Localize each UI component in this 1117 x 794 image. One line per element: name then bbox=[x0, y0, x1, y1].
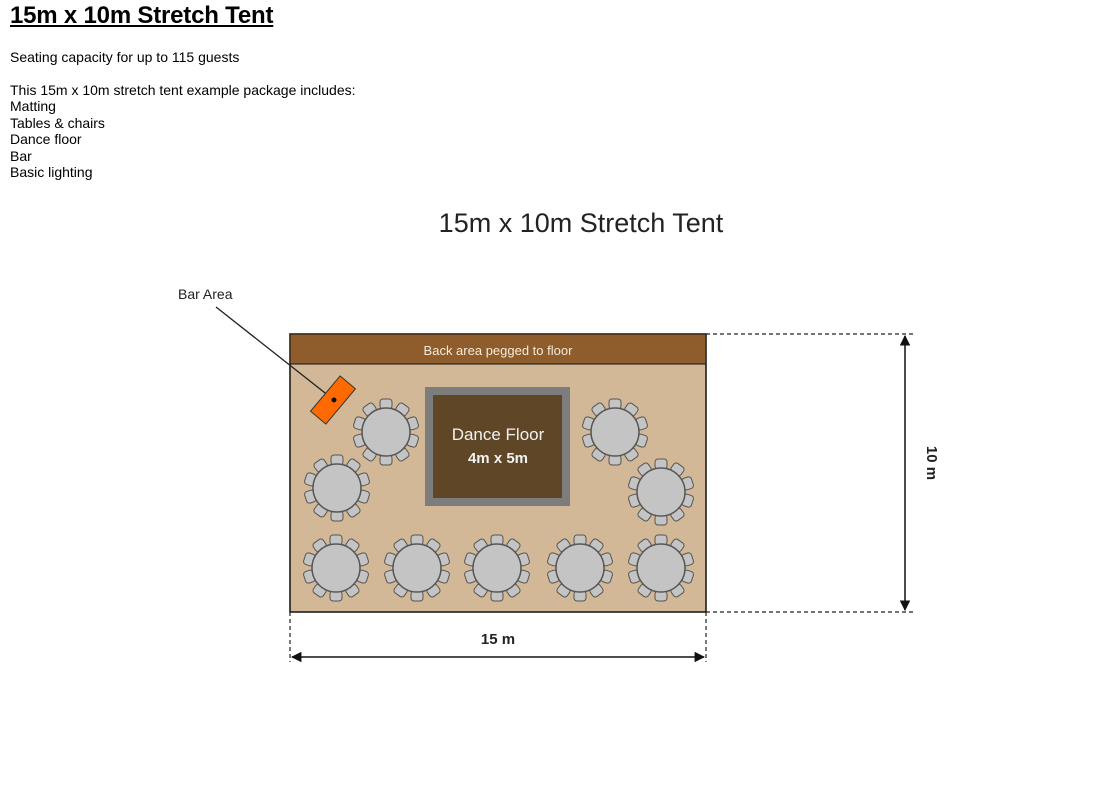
round-tables bbox=[303, 398, 694, 602]
round-table bbox=[464, 534, 530, 602]
round-table bbox=[628, 458, 694, 526]
round-table bbox=[303, 534, 369, 602]
floor-plan: 15m x 10m Stretch Tent Back area pegged … bbox=[0, 190, 1117, 690]
table-top bbox=[590, 407, 640, 457]
dance-floor-size: 4m x 5m bbox=[468, 450, 528, 467]
list-item: Basic lighting bbox=[10, 164, 93, 180]
page-title: 15m x 10m Stretch Tent bbox=[10, 2, 274, 29]
bar-leader-dot bbox=[331, 397, 337, 403]
table-top bbox=[311, 543, 361, 593]
table-top bbox=[392, 543, 442, 593]
includes-intro: This 15m x 10m stretch tent example pack… bbox=[10, 82, 356, 98]
bar-area-label: Bar Area bbox=[178, 286, 233, 302]
dance-floor: Dance Floor 4m x 5m bbox=[425, 387, 570, 506]
list-item: Matting bbox=[10, 98, 56, 114]
back-area bbox=[289, 333, 707, 365]
includes-list: Matting Tables & chairs Dance floor Bar … bbox=[10, 98, 356, 181]
table-top bbox=[555, 543, 605, 593]
diagram-title: 15m x 10m Stretch Tent bbox=[439, 208, 724, 238]
table-top bbox=[636, 467, 686, 517]
table-top bbox=[361, 407, 411, 457]
round-table bbox=[582, 398, 648, 466]
capacity-text: Seating capacity for up to 115 guests bbox=[10, 49, 240, 65]
round-table bbox=[353, 398, 419, 466]
package-description: 15m x 10m Stretch Tent Seating capacity … bbox=[10, 0, 356, 181]
round-table bbox=[304, 454, 370, 522]
width-dimension-label: 15 m bbox=[481, 631, 515, 648]
list-item: Dance floor bbox=[10, 131, 82, 147]
dance-floor-surface bbox=[433, 395, 562, 498]
round-table bbox=[547, 534, 613, 602]
list-item: Tables & chairs bbox=[10, 114, 105, 131]
dance-floor-label: Dance Floor bbox=[452, 425, 545, 444]
list-item: Bar bbox=[10, 147, 32, 164]
back-area-label: Back area pegged to floor bbox=[424, 343, 574, 358]
dimension-lines: 15 m 10 m bbox=[289, 333, 940, 663]
round-table bbox=[628, 534, 694, 602]
floor-plan-diagram: 15m x 10m Stretch Tent Back area pegged … bbox=[178, 208, 940, 663]
bar-area-leader-line bbox=[215, 306, 335, 401]
bar-area: Bar Area bbox=[178, 286, 357, 425]
table-top bbox=[636, 543, 686, 593]
table-top bbox=[312, 463, 362, 513]
round-table bbox=[384, 534, 450, 602]
depth-dimension-label: 10 m bbox=[923, 446, 940, 480]
table-top bbox=[472, 543, 522, 593]
